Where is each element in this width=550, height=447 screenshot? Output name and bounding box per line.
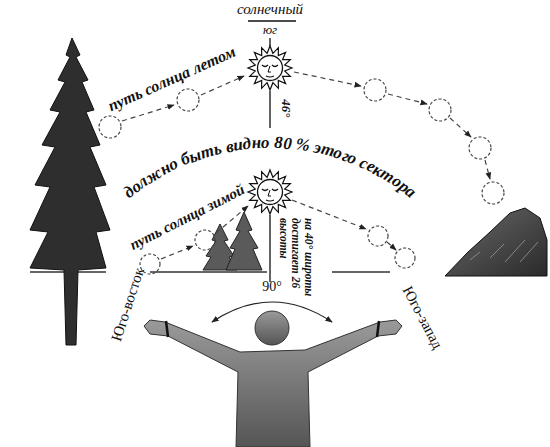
winter-sun-path — [195, 230, 215, 250]
summer-sun-path — [177, 89, 199, 111]
hill — [445, 208, 547, 276]
person-silhouette — [166, 321, 379, 337]
winter-sun — [248, 170, 292, 214]
summer-sun-path — [201, 76, 244, 95]
arc-letter — [270, 133, 274, 153]
small-trees — [203, 212, 262, 270]
arc-letter: о — [261, 133, 270, 153]
winter-sun-path — [161, 246, 193, 259]
summer-sun-path — [99, 116, 121, 138]
summer-sun-path — [364, 79, 386, 101]
ground-line — [332, 271, 390, 272]
arc-letter: 0 — [282, 133, 292, 154]
person-silhouette — [144, 320, 402, 447]
arc-letter: 8 — [274, 133, 283, 153]
summer-sun — [248, 46, 292, 90]
winter-sun-path — [387, 242, 396, 250]
hill — [470, 240, 538, 262]
arc-letter: % — [295, 134, 312, 156]
ground-line — [30, 271, 390, 272]
heading-label: солнечный — [237, 1, 303, 18]
summer-sun-path — [469, 137, 491, 159]
summer-sun-path — [294, 72, 361, 86]
summer-sun — [248, 46, 292, 90]
person-silhouette — [255, 311, 289, 345]
winter-sun-path — [395, 248, 415, 268]
sector-label: должно быть видно 80 % этого сектора — [118, 126, 421, 210]
hill — [445, 208, 547, 276]
fir-tree — [30, 38, 110, 345]
summer-sun-path — [388, 94, 427, 104]
direction-label: юг — [263, 23, 277, 38]
summer-sun-path — [485, 160, 490, 179]
person-silhouette — [144, 311, 402, 447]
direction-label: Юго-восток — [108, 266, 148, 344]
meridian-line — [269, 91, 270, 128]
arc-letter: д — [242, 134, 252, 155]
winter-sun — [248, 170, 292, 214]
direction-label: Юго-запад — [398, 284, 445, 352]
angle-label: 90° — [262, 279, 282, 295]
fir-tree — [30, 38, 110, 345]
angle-label: 46° — [278, 99, 293, 117]
meridian-line — [248, 20, 296, 21]
winter-sun-path — [368, 226, 388, 246]
note-label: на 40° широты достигает 26 высоты — [277, 218, 315, 300]
summer-sun-path — [482, 182, 504, 204]
angle-arc — [212, 302, 332, 322]
meridian-line — [269, 215, 270, 282]
ground-line — [150, 271, 267, 272]
path-label: путь солнца летом — [105, 43, 238, 116]
angle-arc — [212, 302, 332, 322]
summer-sun-path — [450, 118, 471, 137]
arc-letter: н — [251, 133, 262, 154]
summer-sun-path — [429, 99, 451, 121]
